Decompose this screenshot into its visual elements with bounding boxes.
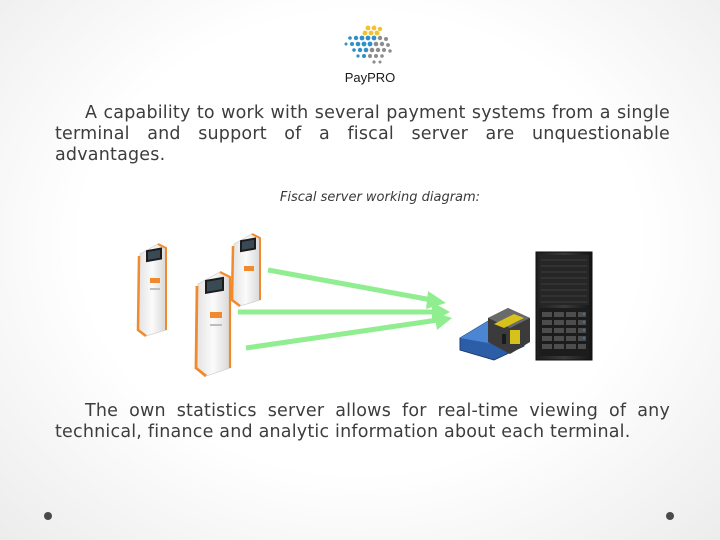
- statistics-paragraph: The own statistics server allows for rea…: [55, 401, 670, 443]
- fiscal-printer-icon: [460, 308, 530, 360]
- kiosk-terminal-icon: [232, 234, 260, 306]
- server-rack-icon: [536, 252, 592, 360]
- diagram-arrows: [238, 270, 452, 348]
- kiosk-terminal-icon: [196, 272, 230, 376]
- kiosk-terminal-icon: [138, 244, 166, 336]
- arrow-bottom: [246, 320, 438, 348]
- bullet-dot-icon: [44, 512, 52, 520]
- bullet-dot-icon: [666, 512, 674, 520]
- arrow-top: [268, 270, 432, 300]
